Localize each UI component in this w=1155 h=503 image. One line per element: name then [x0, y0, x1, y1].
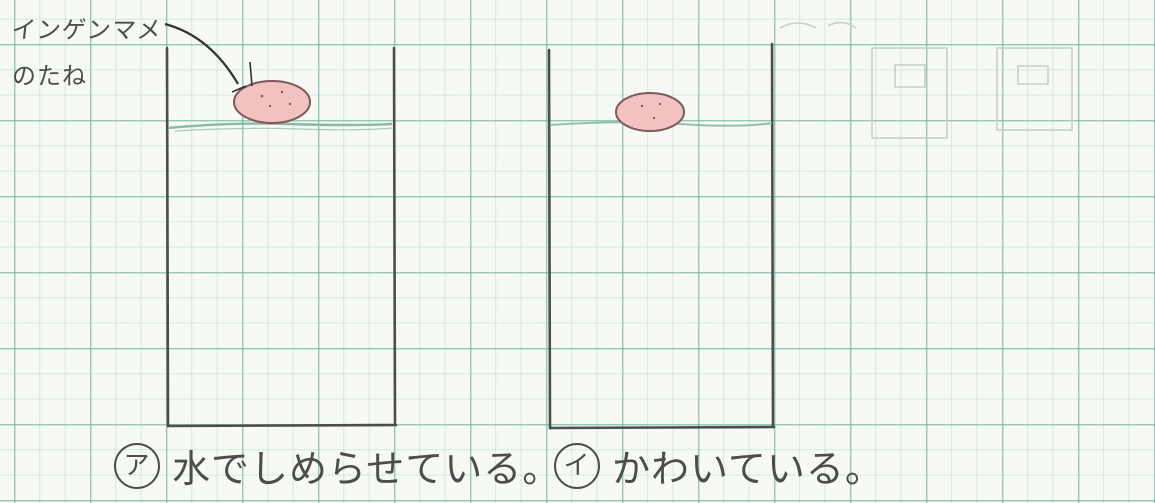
seed-b-dots [640, 102, 662, 120]
caption-a-text: 水でしめらせている。 [172, 447, 562, 491]
erased-sketch [779, 21, 1073, 139]
seed-b [615, 92, 685, 132]
leader-line [164, 22, 239, 85]
seed-a [233, 80, 311, 124]
caption-b: イかわいている。 [554, 438, 884, 493]
seed-a-dots [260, 90, 292, 108]
water-line-a [167, 122, 393, 130]
caption-b-text: かわいている。 [612, 447, 884, 491]
container-a [165, 46, 398, 428]
water-line-b [549, 121, 773, 127]
water-line-a-shadow [174, 127, 393, 132]
seed-label-line1: インゲンマメ [10, 16, 164, 44]
seed-label-line2: のたね [12, 62, 87, 90]
leader-line-tick [231, 61, 253, 93]
caption-b-mark: イ [554, 442, 600, 489]
caption-a: ア水でしめらせている。 [114, 438, 561, 493]
container-b [547, 42, 776, 430]
caption-a-mark: ア [114, 442, 160, 489]
